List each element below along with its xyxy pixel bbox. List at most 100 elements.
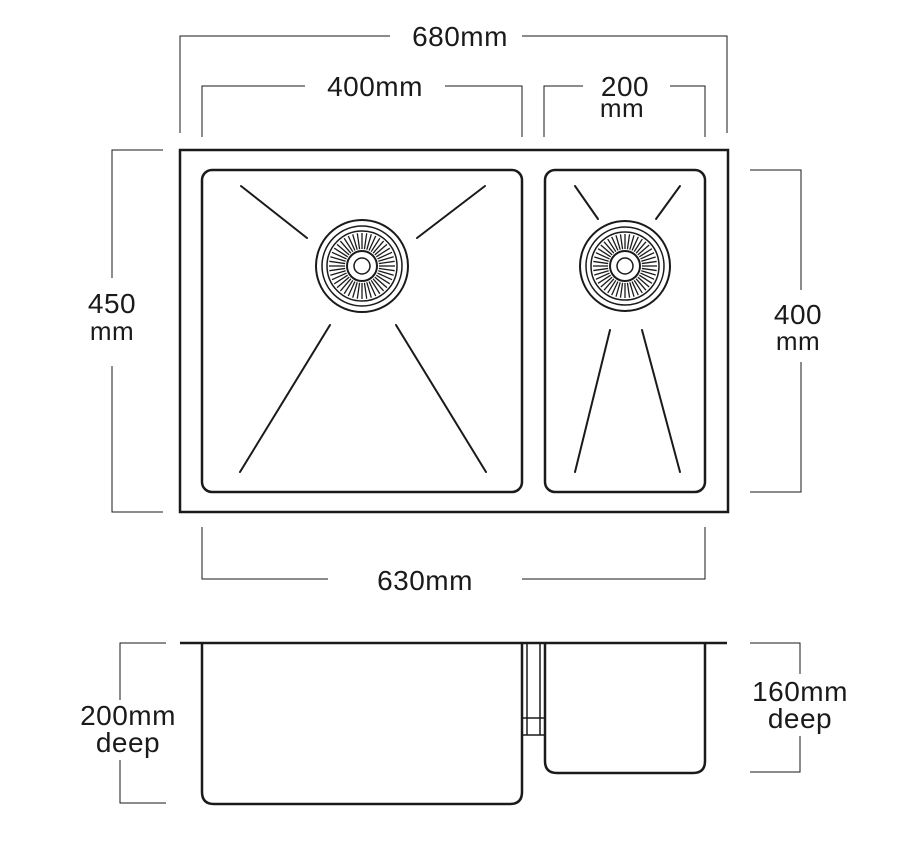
strainer-slot [352,282,358,298]
strainer-slot [347,281,356,297]
strainer-slot [343,279,354,295]
strainer-slot [336,276,350,289]
strainer-slot [333,274,349,285]
strainer-slot [372,240,385,254]
strainer-slot [600,244,613,256]
strainer-slot [343,237,354,253]
strainer-slot [377,272,393,281]
strainer-slot [339,240,352,254]
left-drain-strainer [329,233,395,299]
strainer-slot [356,282,361,299]
strainer-slot [374,276,388,289]
strainer-slot [638,274,653,284]
sink-side-section [180,641,727,806]
strainer-slot [638,248,653,258]
strainer-slot [347,235,356,251]
right-bowl-drain-grooves [574,185,681,473]
strainer-slot [595,272,610,280]
strainer-slot [366,282,372,298]
overall-width-label: 680mm [412,21,508,52]
strainer-slot [619,234,624,250]
strainer-slot [607,238,617,253]
strainer-slot [641,267,657,272]
strainer-slot [375,247,391,258]
strainer-slot [370,237,381,253]
strainer-slot [641,260,657,265]
strainer-slot [615,282,621,297]
strainer-slot [641,256,656,262]
strainer-slot [637,276,650,288]
strainer-slot [378,270,394,276]
strainer-slot [640,272,655,280]
strainer-slot [352,234,358,250]
right-bowl-length-number: 400 [774,299,822,330]
strainer-slot [626,282,631,298]
strainer-slot [339,278,352,292]
strainer-slot [378,267,395,272]
strainer-slot [329,260,346,265]
right-bowl-width-dimension: 200 mm [543,71,706,137]
strainer-slot [641,270,656,276]
overall-depth-number: 450 [88,288,136,319]
left-bowl-width-label: 400mm [327,71,423,102]
left-bowl-width-dimension: 400mm [201,71,523,137]
strainer-slot [593,267,609,272]
strainer-slot [593,260,609,265]
strainer-slot [629,282,635,297]
strainer-slot [374,243,388,256]
strainer-slot [597,274,612,284]
sink-top-view [178,148,730,514]
strainer-slot [619,282,624,298]
right-bowl-section [543,643,707,775]
strainer-slot [375,274,391,285]
strainer-slot [603,278,615,291]
strainer-slot [640,252,655,260]
bowls-span-dimension: 630mm [201,527,706,596]
overall-width-dimension: 680mm [179,21,728,133]
sink-outer-rim [178,148,730,514]
overall-depth-dimension: 450 mm [88,149,163,513]
strainer-slot [363,233,368,250]
strainer-slot [366,234,372,250]
right-bowl-width-unit: mm [600,93,644,123]
left-bowl [200,168,524,494]
bowls-span-label: 630mm [377,565,473,596]
strainer-slot [603,241,615,254]
strainer-slot [631,281,639,296]
right-bowl-drain-icon [579,220,671,312]
strainer-slot [633,279,643,294]
strainer-slot [377,251,393,260]
strainer-slot [600,276,613,288]
right-bowl [543,168,707,494]
strainer-slot [363,282,368,299]
strainer-slot [629,235,635,250]
strainer-slot [635,241,647,254]
right-bowl-length-unit: mm [776,326,820,356]
strainer-slot [626,234,631,250]
left-bowl-section [200,643,524,806]
strainer-slot [637,244,650,256]
left-bowl-depth-number: 200mm [80,700,176,731]
strainer-slot [331,251,347,260]
strainer-slot [333,247,349,258]
strainer-slot [633,238,643,253]
right-bowl-depth-word: deep [768,703,832,734]
right-drain-strainer [593,234,657,298]
strainer-slot [368,235,377,251]
strainer-slot [595,252,610,260]
strainer-slot [631,236,639,251]
strainer-slot [594,256,609,262]
strainer-slot [372,278,385,292]
strainer-slot [607,279,617,294]
right-bowl-width-number: 200 [601,71,649,102]
right-bowl-depth-number: 160mm [752,676,848,707]
left-bowl-drain-icon [315,219,409,313]
strainer-slot [330,256,346,262]
strainer-slot [378,256,394,262]
strainer-slot [329,267,346,272]
strainer-slot [611,236,619,251]
strainer-slot [330,270,346,276]
strainer-slot [368,281,377,297]
strainer-slot [594,270,609,276]
